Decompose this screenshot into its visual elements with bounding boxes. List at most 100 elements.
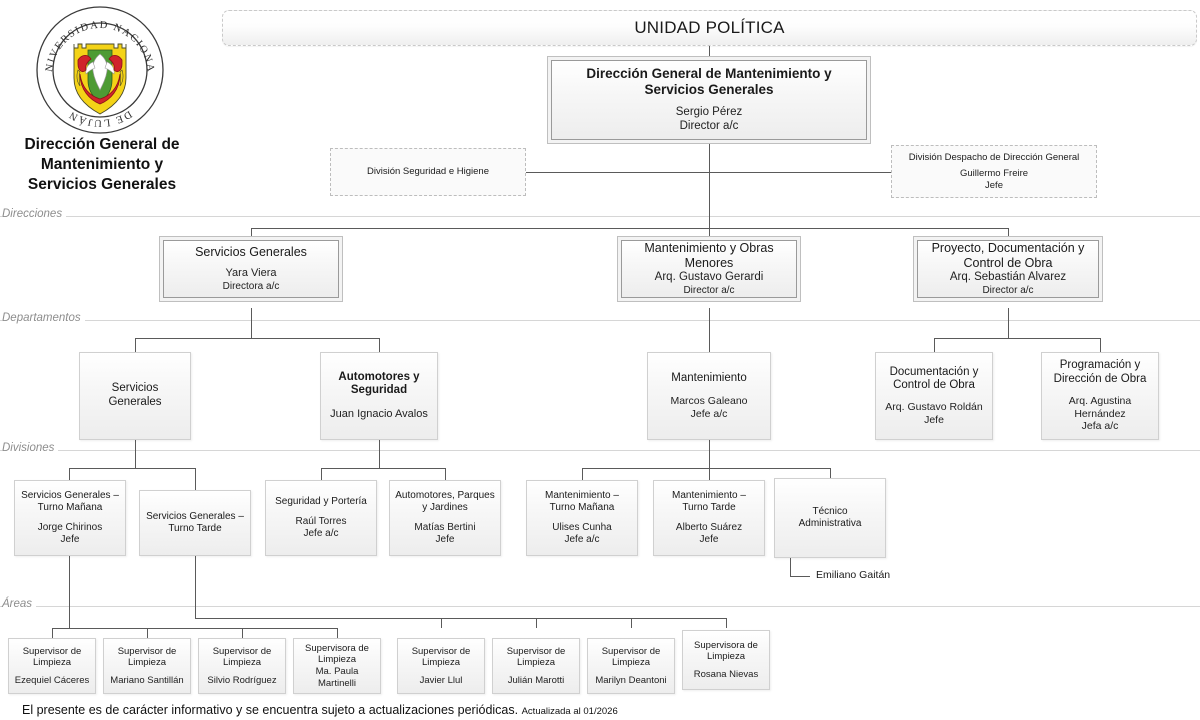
connector-direccion-2-drop	[709, 228, 710, 240]
connector-div-mt-drop	[709, 468, 710, 480]
node-role: Jefe	[699, 534, 719, 545]
node-area-supervisora-8[interactable]: Supervisora de Limpieza Rosana Nievas	[682, 630, 770, 690]
node-title: Servicios Generales – Turno Tarde	[146, 511, 244, 534]
band-rule-direcciones	[0, 216, 1200, 217]
node-title: Supervisora de Limpieza	[694, 639, 758, 663]
connector-direccion-1-drop	[251, 228, 252, 240]
node-division-seguridad-higiene[interactable]: División Seguridad e Higiene	[330, 148, 526, 196]
node-person: Julián Marotti	[507, 674, 565, 686]
node-area-supervisor-3[interactable]: Supervisor de Limpieza Silvio Rodríguez	[198, 638, 286, 694]
connector-dep-doc-drop	[934, 338, 935, 352]
node-division-despacho[interactable]: División Despacho de Dirección General G…	[891, 145, 1097, 198]
node-title: Supervisor de Limpieza	[117, 645, 177, 669]
connector-depmant-bus	[582, 468, 830, 469]
connector-sgm-to-areas	[69, 556, 70, 628]
node-departamento-servicios-generales[interactable]: Servicios Generales	[79, 352, 191, 440]
node-area-supervisora-4[interactable]: Supervisora de Limpieza Ma. Paula Martin…	[293, 638, 381, 694]
node-title: Servicios Generales	[195, 245, 307, 260]
connector-sgt-to-areas	[195, 556, 196, 618]
node-direccion-general[interactable]: Dirección General de Mantenimiento y Ser…	[551, 60, 867, 140]
node-title: Servicios Generales	[108, 382, 162, 408]
connector-div-seg-drop	[321, 468, 322, 480]
band-label-areas: Áreas	[2, 598, 37, 610]
node-person: Guillermo Freire	[959, 168, 1029, 180]
node-division-sg-turno-manana[interactable]: Servicios Generales – Turno Mañana Jorge…	[14, 480, 126, 556]
connector-area-5-drop	[441, 618, 442, 628]
connector-dep-auto-drop	[379, 338, 380, 352]
node-title: Supervisor de Limpieza	[212, 645, 272, 669]
connector-dep-sg-drop	[135, 338, 136, 352]
node-person: Jorge Chirinos	[37, 522, 103, 533]
node-departamento-mantenimiento[interactable]: Mantenimiento Marcos Galeano Jefe a/c	[647, 352, 771, 440]
node-area-supervisor-6[interactable]: Supervisor de Limpieza Julián Marotti	[492, 638, 580, 694]
connector-staff-left	[524, 172, 710, 173]
node-direccion-proyecto-documentacion[interactable]: Proyecto, Documentación y Control de Obr…	[917, 240, 1099, 298]
node-area-supervisor-7[interactable]: Supervisor de Limpieza Marilyn Deantoni	[587, 638, 675, 694]
node-title: Supervisor de Limpieza	[601, 645, 661, 669]
node-direccion-mantenimiento-obras-menores[interactable]: Mantenimiento y Obras Menores Arq. Gusta…	[621, 240, 797, 298]
node-title: Mantenimiento – Turno Tarde	[672, 490, 746, 513]
node-role: Jefe	[924, 413, 944, 426]
connector-areas-left-bus	[52, 628, 337, 629]
band-label-direcciones: Direcciones	[2, 208, 67, 220]
footer-note: El presente es de carácter informativo y…	[22, 703, 618, 717]
node-area-supervisor-2[interactable]: Supervisor de Limpieza Mariano Santillán	[103, 638, 191, 694]
connector-proy-stem	[1008, 308, 1009, 338]
band-rule-divisiones	[0, 450, 1200, 451]
node-person: Arq. Gustavo Gerardi	[654, 271, 764, 284]
connector-div-ta-drop	[830, 468, 831, 480]
connector-area-4-drop	[337, 628, 338, 638]
university-seal-icon: UNIVERSIDAD NACIONAL DE LUJÁN	[29, 0, 166, 136]
connector-depauto-bus	[321, 468, 445, 469]
node-division-sg-turno-tarde[interactable]: Servicios Generales – Turno Tarde	[139, 490, 251, 556]
unidad-politica-banner: UNIDAD POLÍTICA	[222, 10, 1197, 46]
node-title: Dirección General de Mantenimiento y Ser…	[586, 66, 832, 98]
node-departamento-automotores-seguridad[interactable]: Automotores y Seguridad Juan Ignacio Ava…	[320, 352, 438, 440]
node-area-supervisor-1[interactable]: Supervisor de Limpieza Ezequiel Cáceres	[8, 638, 96, 694]
node-departamento-documentacion-control-obra[interactable]: Documentación y Control de Obra Arq. Gus…	[875, 352, 993, 440]
node-person: Juan Ignacio Avalos	[330, 408, 428, 421]
connector-area-3-drop	[242, 628, 243, 638]
node-person: Marcos Galeano	[670, 395, 748, 408]
node-title: Mantenimiento y Obras Menores	[644, 241, 774, 271]
node-title: Servicios Generales – Turno Mañana	[21, 490, 119, 513]
connector-staff-right	[709, 172, 891, 173]
node-title: Supervisor de Limpieza	[22, 645, 82, 669]
connector-proy-bus	[934, 338, 1100, 339]
footer-text: El presente es de carácter informativo y…	[22, 703, 519, 717]
node-role: Jefe	[60, 534, 80, 545]
connector-depsg-stem	[135, 439, 136, 468]
node-person: Ezequiel Cáceres	[14, 674, 90, 686]
node-division-automotores-parques-jardines[interactable]: Automotores, Parques y Jardines Matías B…	[389, 480, 501, 556]
tecnico-admin-person-label: Emiliano Gaitán	[816, 569, 891, 581]
node-division-mantenimiento-turno-tarde[interactable]: Mantenimiento – Turno Tarde Alberto Suár…	[653, 480, 765, 556]
footer-updated: Actualizada al 01/2026	[521, 706, 618, 717]
connector-ta-stem	[790, 558, 791, 576]
node-person: Mariano Santillán	[110, 674, 184, 686]
band-label-divisiones: Divisiones	[2, 442, 59, 454]
node-role: Jefa a/c	[1081, 420, 1119, 433]
connector-sg-stem	[251, 308, 252, 338]
node-direccion-servicios-generales[interactable]: Servicios Generales Yara Viera Directora…	[163, 240, 339, 298]
node-role: Director a/c	[679, 120, 739, 133]
connector-area-1-drop	[52, 628, 53, 638]
node-title: Supervisor de Limpieza	[411, 645, 471, 669]
node-departamento-programacion-direccion-obra[interactable]: Programación y Dirección de Obra Arq. Ag…	[1041, 352, 1159, 440]
node-person: Arq. Gustavo Roldán	[885, 401, 983, 414]
connector-area-8-drop	[726, 618, 727, 628]
node-area-supervisor-5[interactable]: Supervisor de Limpieza Javier Llul	[397, 638, 485, 694]
node-division-mantenimiento-turno-manana[interactable]: Mantenimiento – Turno Mañana Ulises Cunh…	[526, 480, 638, 556]
node-title: Documentación y Control de Obra	[889, 365, 979, 392]
connector-area-6-drop	[536, 618, 537, 628]
band-label-departamentos: Departamentos	[2, 312, 85, 324]
node-title: Proyecto, Documentación y Control de Obr…	[931, 241, 1085, 271]
node-title: Supervisora de Limpieza	[305, 643, 369, 666]
node-role: Director a/c	[982, 284, 1034, 296]
node-role: Jefe	[435, 534, 455, 545]
node-role: Jefe a/c	[690, 407, 728, 420]
node-title: Supervisor de Limpieza	[506, 645, 566, 669]
node-division-tecnico-administrativa[interactable]: Técnico Administrativa	[774, 478, 886, 558]
node-person: Arq. Sebastián Alvarez	[949, 271, 1067, 284]
node-division-seguridad-porteria[interactable]: Seguridad y Portería Raúl Torres Jefe a/…	[265, 480, 377, 556]
